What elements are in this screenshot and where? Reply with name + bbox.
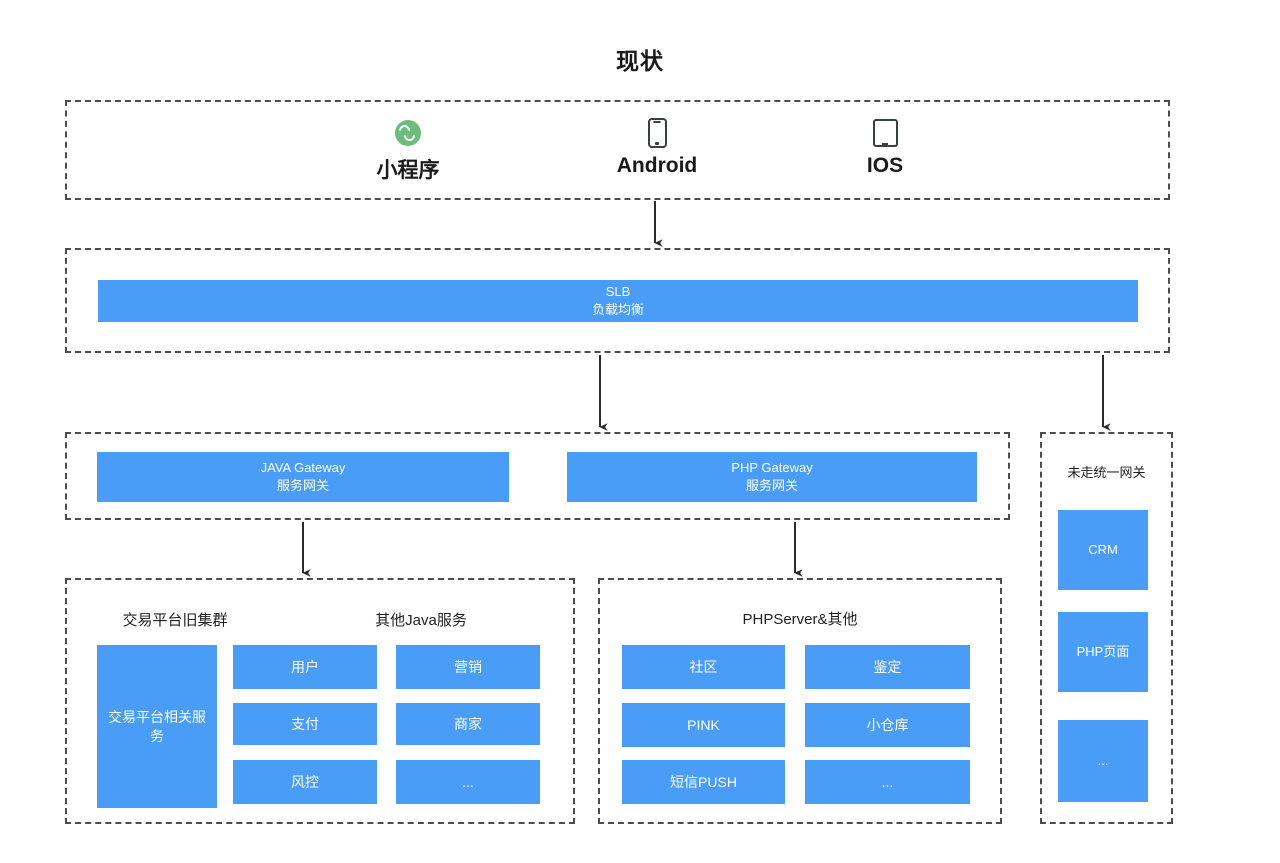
crm-box[interactable]: CRM <box>1058 510 1148 590</box>
java-gateway-subtitle: 服务网关 <box>276 478 329 493</box>
php-gateway-box[interactable]: PHP Gateway 服务网关 <box>567 452 977 502</box>
icon-wrap <box>805 116 965 150</box>
service-box-merchant[interactable]: 商家 <box>396 703 540 745</box>
client-label: IOS <box>866 154 904 177</box>
php-gateway-title: PHP Gateway <box>731 460 813 476</box>
service-box-appraisal[interactable]: 鉴定 <box>805 645 970 689</box>
service-label: ... <box>462 774 474 790</box>
crm-label: CRM <box>1088 542 1118 558</box>
android-phone-icon <box>647 118 667 148</box>
service-label: 鉴定 <box>873 659 902 675</box>
wechat-mini-program-icon <box>395 120 421 146</box>
service-box-community[interactable]: 社区 <box>622 645 785 689</box>
service-label: 短信PUSH <box>670 774 737 790</box>
service-label: 营销 <box>454 659 482 675</box>
service-label: 社区 <box>689 659 718 675</box>
php-page-label: PHP页面 <box>1076 644 1130 660</box>
trade-platform-service-box[interactable]: 交易平台相关服务 <box>97 645 217 808</box>
service-box-java-more[interactable]: ... <box>396 760 540 804</box>
service-box-marketing[interactable]: 营销 <box>396 645 540 689</box>
service-label: 风控 <box>291 774 319 790</box>
java-gateway-box[interactable]: JAVA Gateway 服务网关 <box>97 452 509 502</box>
service-label: 小仓库 <box>866 717 909 733</box>
icon-wrap <box>577 116 737 150</box>
non-unified-gateway-label: 未走统一网关 <box>1067 465 1146 480</box>
java-other-services-label: 其他Java服务 <box>375 612 467 629</box>
client-label: Android <box>616 154 698 177</box>
service-label: 支付 <box>291 716 319 732</box>
client-ios[interactable]: IOS <box>805 116 965 178</box>
service-box-risk-control[interactable]: 风控 <box>233 760 377 804</box>
service-label: PINK <box>687 717 720 733</box>
service-box-payment[interactable]: 支付 <box>233 703 377 745</box>
service-label: ... <box>881 774 894 790</box>
service-box-sms-push[interactable]: 短信PUSH <box>622 760 785 804</box>
page-title: 现状 <box>616 48 664 74</box>
client-mini-program[interactable]: 小程序 <box>328 116 488 184</box>
trade-platform-label: 交易平台相关服务 <box>108 708 206 744</box>
java-old-cluster-label: 交易平台旧集群 <box>122 612 228 629</box>
non-unified-more-label: ... <box>1097 753 1109 769</box>
icon-wrap <box>328 116 488 150</box>
service-box-warehouse[interactable]: 小仓库 <box>805 703 970 747</box>
client-layer-container <box>65 100 1170 200</box>
php-gateway-subtitle: 服务网关 <box>745 478 798 493</box>
slb-box[interactable]: SLB 负载均衡 <box>98 280 1138 322</box>
slb-title: SLB <box>605 284 631 300</box>
php-page-box[interactable]: PHP页面 <box>1058 612 1148 692</box>
ios-tablet-icon <box>872 119 898 147</box>
service-box-pink[interactable]: PINK <box>622 703 785 747</box>
java-gateway-title: JAVA Gateway <box>260 460 346 476</box>
client-label: 小程序 <box>376 159 440 182</box>
service-label: 商家 <box>454 716 482 732</box>
slb-subtitle: 负载均衡 <box>591 302 644 317</box>
php-services-label: PHPServer&其他 <box>742 611 858 628</box>
service-box-php-more[interactable]: ... <box>805 760 970 804</box>
service-label: 用户 <box>291 659 319 675</box>
client-android[interactable]: Android <box>577 116 737 178</box>
service-box-user[interactable]: 用户 <box>233 645 377 689</box>
non-unified-more-box[interactable]: ... <box>1058 720 1148 802</box>
